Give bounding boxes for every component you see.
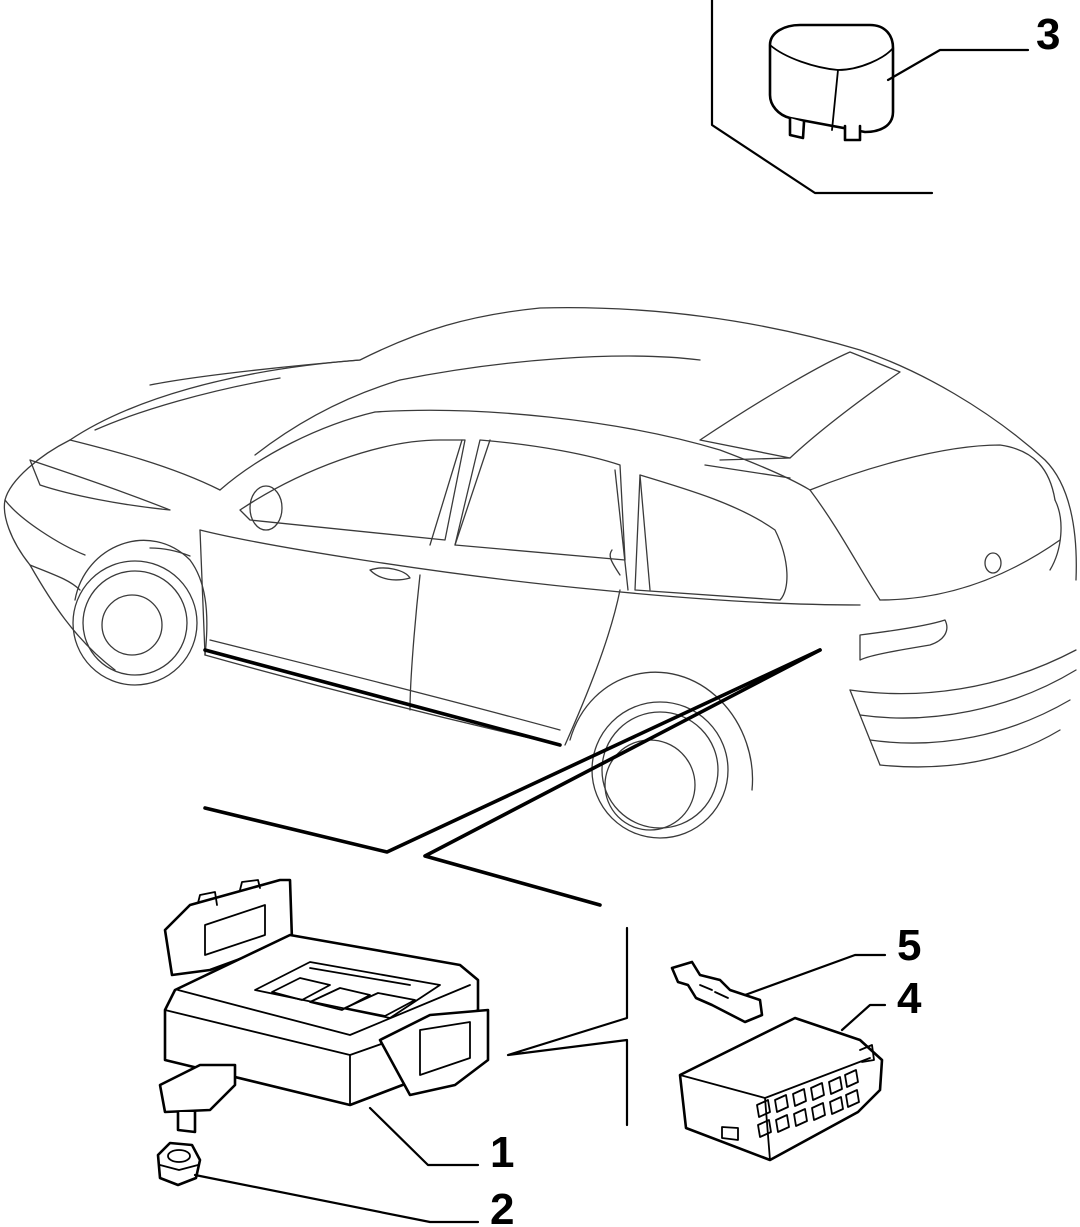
callout-part-3: 3 <box>1036 10 1060 59</box>
terminal-icon <box>670 960 764 1024</box>
group-bracket <box>506 926 629 1127</box>
callout-part-2: 2 <box>490 1185 514 1227</box>
leader-part-2 <box>193 1173 480 1224</box>
nut-icon <box>156 1141 202 1187</box>
location-pointer-lines <box>203 648 822 907</box>
connector-housing-icon <box>678 1016 884 1162</box>
station-wagon-illustration <box>3 306 1077 839</box>
relay-icon <box>768 23 895 142</box>
callout-part-4: 4 <box>897 974 922 1023</box>
leader-part-5 <box>743 953 887 997</box>
relay-inset-frame <box>710 0 934 195</box>
leader-part-3 <box>886 48 1030 82</box>
leader-part-4 <box>840 1003 887 1032</box>
control-unit-icon <box>158 878 490 1134</box>
callout-part-5: 5 <box>897 921 921 970</box>
sill-outline <box>203 648 562 747</box>
leader-part-1 <box>368 1106 480 1167</box>
callout-part-1: 1 <box>490 1128 514 1177</box>
